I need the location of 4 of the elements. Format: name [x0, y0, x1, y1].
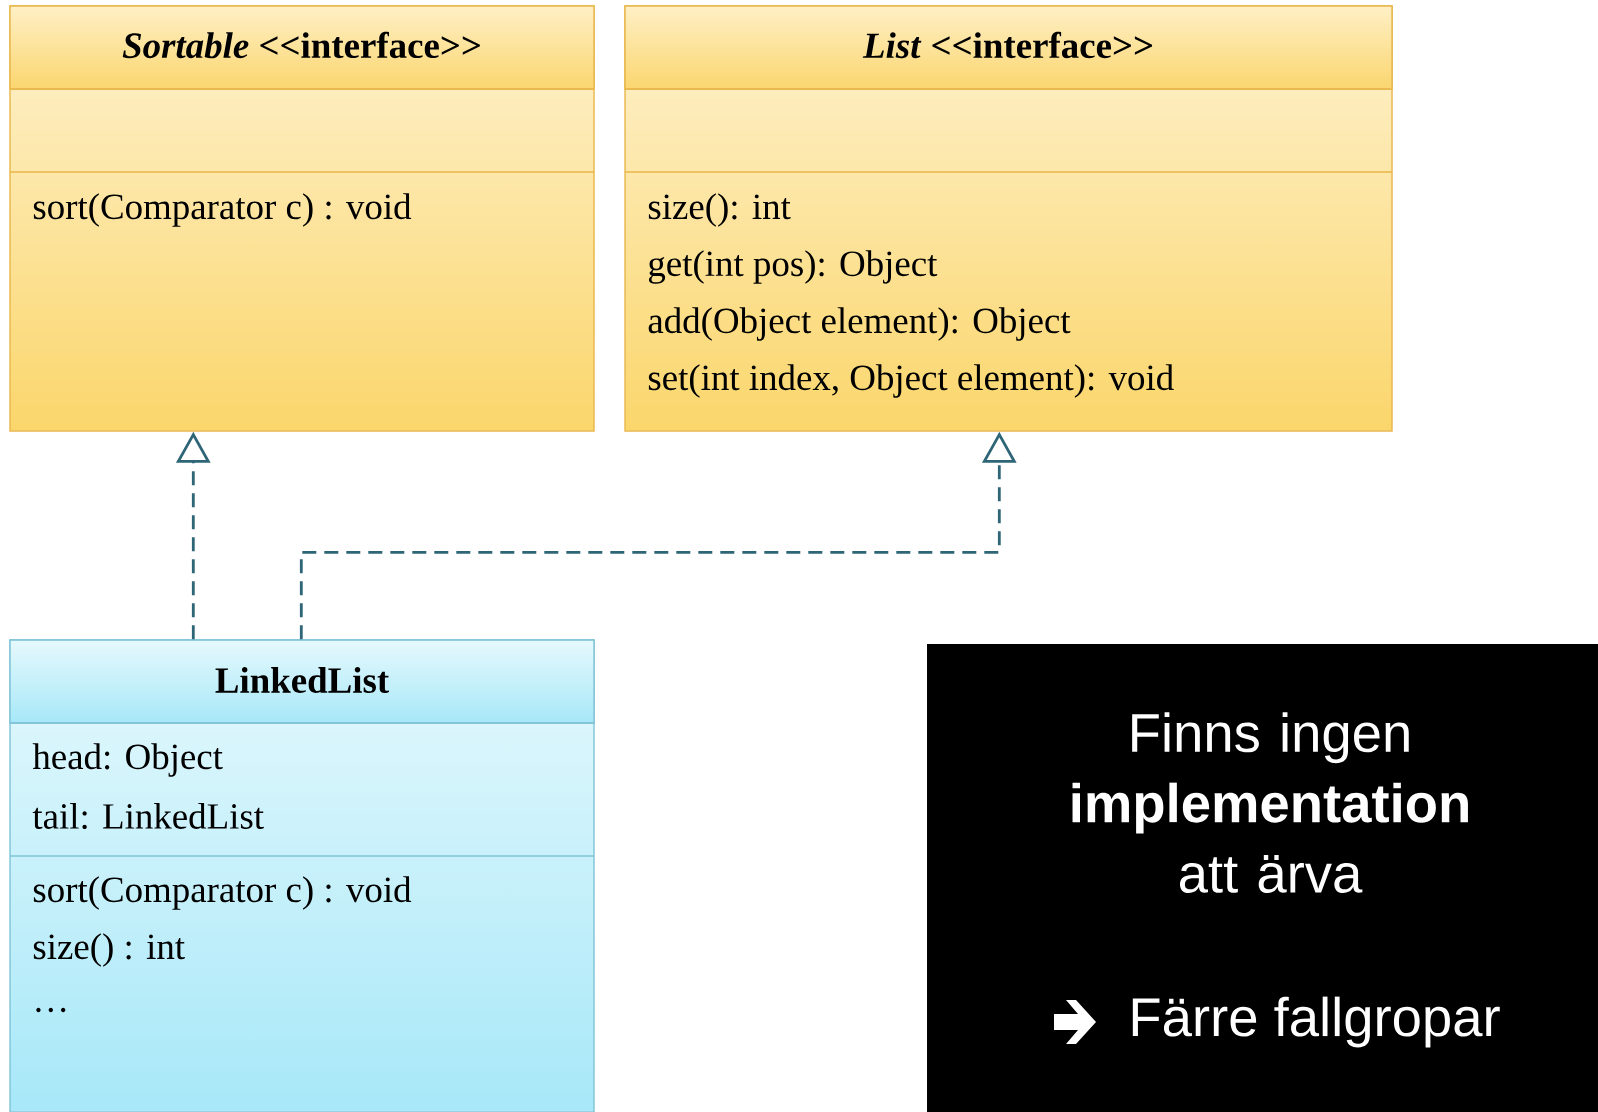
class-box: Sortable <<interface>> sort(Comparator c) : void	[9, 5, 595, 432]
class-box: LinkedList head: Object tail: LinkedList sort(Comparator c) : void size() : int …	[9, 639, 595, 1112]
note-box: Finns ingen implementation att ärva Färre fallgropar	[927, 644, 1598, 1112]
class-box: List <<interface>> size(): int get(int pos): Object add(Object element): Object set(int index, Object element): void	[624, 5, 1393, 432]
